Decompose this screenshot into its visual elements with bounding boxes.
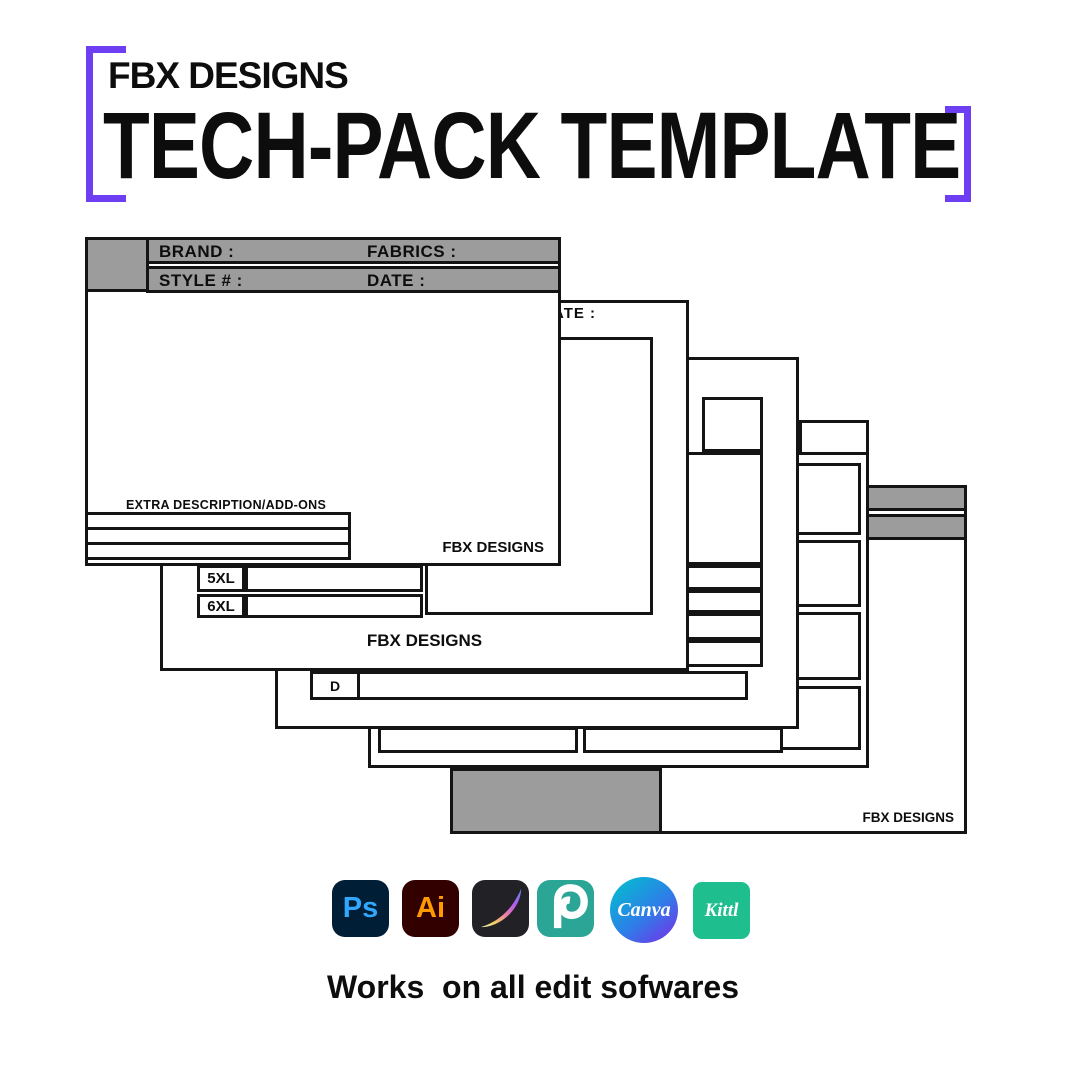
procreate-icon: [472, 880, 529, 937]
brand-field-label: BRAND :: [159, 242, 235, 261]
page3-small-box: [702, 397, 763, 452]
photoshop-icon-label: Ps: [342, 892, 379, 924]
page5-watermark: FBX DESIGNS: [862, 810, 954, 825]
fabrics-field-label: FABRICS :: [367, 242, 457, 261]
photopea-icon: [537, 880, 594, 937]
photopea-p-glyph: [553, 884, 588, 929]
page3-d-value-cell: [360, 674, 745, 697]
left-bracket: [86, 46, 126, 202]
page2-watermark: FBX DESIGNS: [366, 631, 483, 650]
page3-d-row: D: [310, 671, 748, 700]
page1-header-row-1: BRAND : FABRICS :: [146, 237, 561, 264]
illustrator-icon: Ai: [402, 880, 459, 937]
kittl-icon: Kittl: [693, 882, 750, 939]
right-bracket: [945, 106, 971, 202]
photoshop-icon: Ps: [332, 880, 389, 937]
page4-bottom-row-cell: [583, 727, 783, 753]
kittl-icon-label: Kittl: [704, 899, 739, 921]
extra-description-label: EXTRA DESCRIPTION/ADD-ONS: [126, 498, 327, 512]
extra-description-row: [85, 542, 351, 560]
page3-d-cell: D: [313, 674, 360, 697]
extra-description-table: [85, 512, 351, 560]
canva-icon-label: Canva: [617, 898, 671, 921]
procreate-brush-glyph: [480, 888, 522, 928]
template-page-1: BRAND : FABRICS : STYLE # : DATE : EXTRA…: [85, 237, 561, 566]
style-field-label: STYLE # :: [159, 271, 243, 290]
illustrator-icon-label: Ai: [416, 892, 445, 924]
size-row-6xl-label: 6XL: [197, 594, 245, 618]
page4-bottom-row-cell: [378, 727, 578, 753]
canva-icon: Canva: [610, 877, 678, 943]
date-field-label: DATE :: [367, 271, 426, 290]
page1-header-row-2: STYLE # : DATE :: [146, 266, 561, 293]
page2-date-fragment: ATE :: [553, 305, 597, 322]
page-title: TECH-PACK TEMPLATE: [103, 94, 961, 200]
page1-logo-cell: [85, 237, 149, 292]
size-row-6xl-value: [245, 594, 423, 618]
footer-caption: Works on all edit sofwares: [327, 969, 739, 1005]
size-row-5xl-label: 5XL: [197, 565, 245, 592]
page5-gray-block: [450, 768, 662, 834]
page1-watermark: FBX DESIGNS: [442, 539, 544, 556]
page4-corner-cell: [799, 420, 869, 455]
brand-name: FBX DESIGNS: [108, 55, 349, 96]
size-row-5xl-value: [245, 565, 423, 592]
